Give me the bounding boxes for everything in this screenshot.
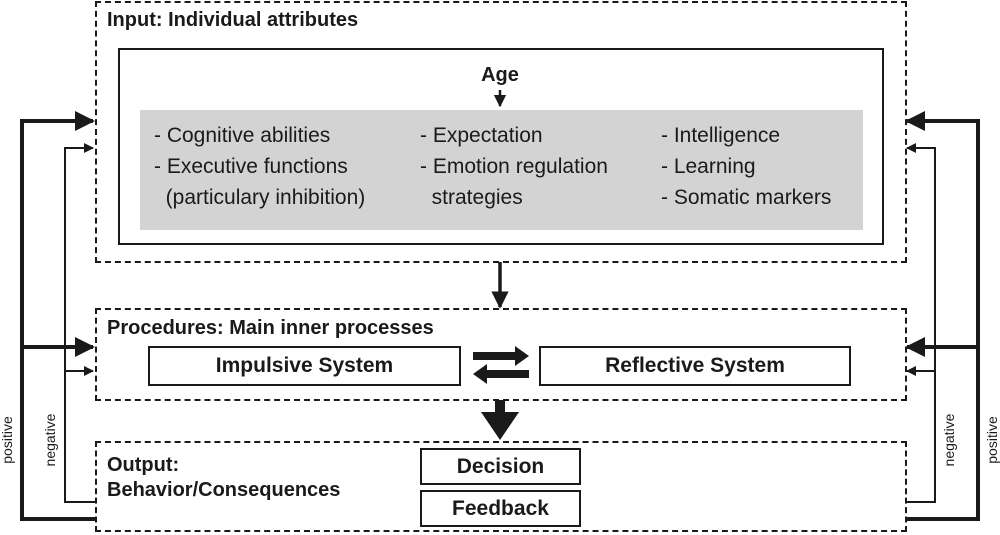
- attribute-item: (particulary inhibition): [154, 186, 366, 209]
- procedures-to-output-arrowhead: [481, 412, 519, 440]
- attribute-item: - Cognitive abilities: [154, 124, 331, 147]
- attributes-box: [118, 48, 884, 245]
- attribute-item: - Emotion regulation: [420, 155, 608, 178]
- reflective-system-box: Reflective System: [539, 346, 851, 386]
- to-reflective-arrow: [473, 346, 529, 366]
- left-negative-loop: [64, 143, 95, 503]
- feedback-box: Feedback: [420, 490, 581, 527]
- left-positive-loop: [20, 111, 95, 521]
- attributes-column-1: - Cognitive abilities - Executive functi…: [154, 120, 365, 213]
- input-section: [95, 1, 907, 263]
- decision-box: Decision: [420, 448, 581, 485]
- right-negative-loop: [905, 143, 936, 503]
- right-positive-label: positive: [984, 416, 1000, 464]
- right-positive-loop: [905, 111, 980, 521]
- age-label: Age: [481, 64, 519, 86]
- output-title-line1: Output:: [107, 454, 180, 476]
- attributes-column-3: - Intelligence - Learning - Somatic mark…: [661, 120, 831, 213]
- left-positive-label: positive: [0, 416, 15, 464]
- attribute-item: strategies: [420, 186, 523, 209]
- to-impulsive-arrow: [473, 364, 529, 384]
- procedures-title: Procedures: Main inner processes: [107, 317, 434, 339]
- attribute-item: - Learning: [661, 155, 756, 178]
- output-section: [95, 441, 907, 532]
- attribute-item: - Somatic markers: [661, 186, 832, 209]
- procedures-to-output-shaft: [495, 400, 505, 414]
- left-negative-label: negative: [42, 413, 58, 467]
- attribute-item: - Executive functions: [154, 155, 348, 178]
- input-title: Input: Individual attributes: [107, 9, 359, 31]
- right-negative-label: negative: [941, 413, 957, 467]
- impulsive-system-box: Impulsive System: [148, 346, 461, 386]
- attribute-item: - Intelligence: [661, 124, 781, 147]
- procedures-section: [95, 308, 907, 401]
- attributes-column-2: - Expectation - Emotion regulation strat…: [420, 120, 608, 213]
- attributes-panel: [140, 110, 863, 230]
- output-title-line2: Behavior/Consequences: [107, 479, 341, 501]
- attribute-item: - Expectation: [420, 124, 543, 147]
